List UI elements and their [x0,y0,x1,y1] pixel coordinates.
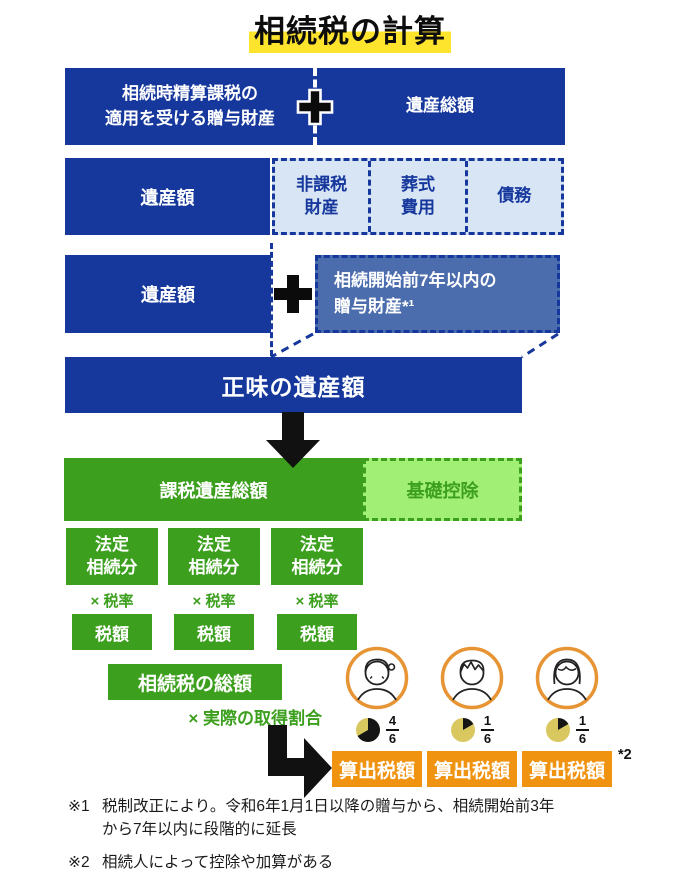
estate-amount-label-2: 遺産額 [141,285,195,305]
blue-dashed-divider [270,243,273,356]
footnote-1: ※1 税制改正により。令和6年1月1日以降の贈与から、相続開始前3年 から7年以… [68,795,628,842]
estate-amount-box-2: 遺産額 [65,255,271,333]
debts-label: 債務 [497,186,532,206]
footnote-1-text: 税制改正により。令和6年1月1日以降の贈与から、相続開始前3年 から7年以内に段… [102,798,555,839]
down-arrow-icon [266,412,320,468]
funeral-costs-cell: 葬式 費用 [368,161,464,232]
fraction-denominator-3: 6 [578,731,587,746]
fraction-bar-3 [576,729,589,731]
fraction-numerator-1: 4 [388,713,397,729]
taxable-estate-label: 課税遺産総額 [159,480,268,501]
gift-before-7y-box: 相続開始前7年以内の 贈与財産*¹ [315,255,560,333]
fraction-denominator-2: 6 [483,731,492,746]
gross-estate-row: 相続時精算課税の 適用を受ける贈与財産 遺産総額 [65,68,565,145]
fraction-numerator-2: 1 [483,713,492,729]
nontaxable-assets-label: 非課税 財産 [296,175,348,217]
net-estate-label: 正味の遺産額 [221,374,366,400]
settlement-gift-label: 相続時精算課税の 適用を受ける贈与財産 [105,83,275,128]
funnel-dashed-lines [270,332,559,359]
times-tax-rate-label-1: × 税率 [90,593,134,610]
share-fraction-2: 1 6 [481,714,494,745]
footnote-2: ※2 相続人によって控除や加算がある [68,851,628,874]
calculated-tax-label-1: 算出税額 [338,760,415,782]
statutory-share-box-2: 法定 相続分 [168,528,260,585]
times-actual-ratio-label: × 実際の取得割合 [188,709,322,728]
basic-deduction-box: 基礎控除 [363,458,522,521]
net-estate-box: 正味の遺産額 [65,357,522,413]
tax-amount-box-3: 税額 [277,614,357,650]
estate-total-box: 遺産総額 [315,68,565,145]
share-pie-2 [451,718,475,742]
page-title: 相続税の計算 [249,6,451,53]
debts-cell: 債務 [464,161,561,232]
nontaxable-assets-cell: 非課税 財産 [275,161,368,232]
tax-amount-box-1: 税額 [72,614,152,650]
title-area: 相続税の計算 [0,6,700,53]
gift-before-7y-label: 相続開始前7年以内の 贈与財産*¹ [334,270,497,316]
estate-total-label: 遺産総額 [406,96,474,116]
note2-marker: *2 [618,747,632,763]
footnote-2-label: ※2 [68,854,90,871]
calculated-tax-box-1: 算出税額 [332,751,422,787]
calculated-tax-label-2: 算出税額 [433,760,510,782]
bent-arrow-icon [268,725,332,798]
statutory-share-label-1: 法定 相続分 [86,534,138,577]
calculated-tax-label-3: 算出税額 [528,760,605,782]
share-row-1: 4 6 [355,714,399,746]
person-icon-elderly-woman [345,646,409,710]
taxable-estate-box: 課税遺産総額 [64,458,363,521]
estate-amount-label: 遺産額 [140,187,195,208]
share-fraction-1: 4 6 [386,714,399,745]
estate-amount-box: 遺産額 [65,158,270,235]
fraction-denominator-1: 6 [388,731,397,746]
footnote-2-text: 相続人によって控除や加算がある [102,854,334,871]
heir-column-1: 4 6 算出税額 [331,646,423,787]
share-pie-1 [356,718,381,742]
calculated-tax-box-3: 算出税額 [522,751,612,787]
calculated-tax-box-2: 算出税額 [427,751,517,787]
statutory-share-label-3: 法定 相続分 [291,534,343,577]
plus-icon [296,88,334,125]
settlement-gift-box: 相続時精算課税の 適用を受ける贈与財産 [65,68,315,145]
heir-column-2: 1 6 算出税額 [426,646,518,787]
fraction-numerator-3: 1 [578,713,587,729]
fraction-bar-1 [386,729,399,731]
tax-amount-box-2: 税額 [174,614,254,650]
total-tax-box: 相続税の総額 [108,664,282,700]
funeral-costs-label: 葬式 費用 [400,175,435,217]
person-icon-man [440,646,504,710]
heir-column-3: 1 6 算出税額 [521,646,613,787]
deductions-group: 非課税 財産 葬式 費用 債務 [272,158,564,235]
share-fraction-3: 1 6 [576,714,589,745]
share-row-2: 1 6 [450,714,494,746]
statutory-share-box-3: 法定 相続分 [271,528,363,585]
basic-deduction-label: 基礎控除 [406,480,479,501]
person-icon-woman [535,646,599,710]
footnote-1-label: ※1 [68,798,90,815]
tax-amount-label-1: 税額 [95,624,129,644]
share-pie-3 [546,718,570,742]
share-row-3: 1 6 [545,714,589,746]
fraction-bar-2 [481,729,494,731]
plus-icon-2 [274,275,312,313]
statutory-share-label-2: 法定 相続分 [188,534,240,577]
total-tax-label: 相続税の総額 [137,673,252,695]
statutory-share-box-1: 法定 相続分 [66,528,158,585]
tax-amount-label-3: 税額 [300,624,334,644]
times-tax-rate-label-2: × 税率 [192,593,236,610]
tax-amount-label-2: 税額 [197,624,231,644]
times-tax-rate-label-3: × 税率 [295,593,339,610]
